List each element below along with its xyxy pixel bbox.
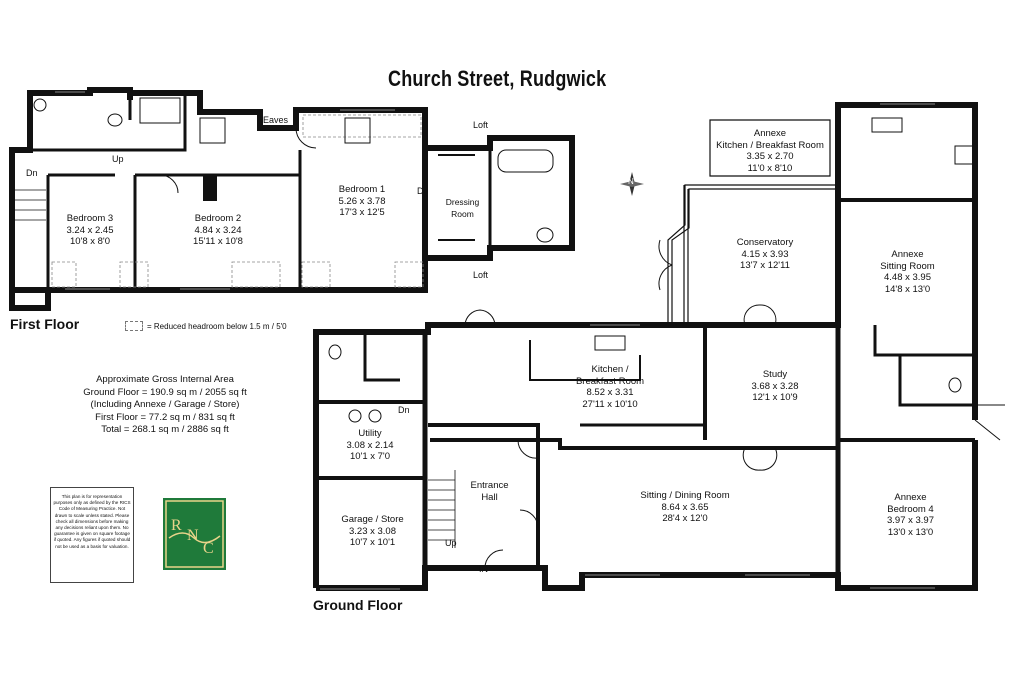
room-name: Conservatory: [736, 237, 794, 248]
room-metric: 3.68 x 3.28: [751, 380, 799, 392]
room-metric: 5.26 x 3.78: [338, 195, 386, 207]
room-name: Sitting / Dining Room: [640, 490, 730, 501]
svg-text:C: C: [203, 540, 214, 557]
room-name: Dressing: [445, 197, 480, 207]
headroom-legend-swatch: [125, 321, 143, 331]
room-garage-store: Garage / Store 3.23 x 3.08 10'7 x 10'1: [330, 514, 415, 549]
room-name: Kitchen /: [591, 364, 629, 375]
eaves-label: Eaves: [263, 115, 289, 125]
gross-area-line: First Floor = 77.2 sq m / 831 sq ft: [95, 411, 235, 423]
ground-down-label: Dn: [398, 405, 410, 415]
room-name: Study: [762, 369, 788, 380]
room-name: Garage / Store: [341, 514, 404, 525]
compass-north-label: N: [628, 177, 634, 186]
room-metric: 4.84 x 3.24: [194, 224, 242, 236]
room-imperial: 10'7 x 10'1: [349, 537, 396, 548]
room-bedroom-1: Bedroom 1 5.26 x 3.78 17'3 x 12'5: [322, 184, 402, 219]
room-name: Sitting Room: [880, 260, 935, 272]
room-imperial: 12'1 x 10'9: [752, 392, 798, 403]
room-study: Study 3.68 x 3.28 12'1 x 10'9: [735, 369, 815, 404]
room-imperial: 10'1 x 7'0: [349, 451, 391, 462]
disclaimer-box: This plan is for representation purposes…: [50, 487, 134, 583]
room-annexe-sitting: Annexe Sitting Room 4.48 x 3.95 14'8 x 1…: [865, 249, 950, 295]
room-entrance-hall: Entrance Hall: [462, 480, 517, 503]
room-imperial: 13'7 x 12'11: [740, 260, 790, 271]
room-name: Room: [451, 208, 474, 219]
room-name: Kitchen / Breakfast Room: [716, 139, 824, 151]
room-utility: Utility 3.08 x 2.14 10'1 x 7'0: [335, 428, 405, 463]
loft-label-bottom: Loft: [473, 270, 489, 280]
room-metric: 8.52 x 3.31: [586, 387, 634, 398]
room-metric: 3.35 x 2.70: [746, 151, 794, 162]
room-name: Annexe: [753, 128, 787, 139]
room-kitchen: Kitchen / Breakfast Room 8.52 x 3.31 27'…: [565, 364, 655, 410]
gross-area-line: (Including Annexe / Garage / Store): [90, 399, 240, 410]
ground-up-label: Up: [445, 538, 457, 548]
room-imperial: 27'11 x 10'10: [582, 398, 638, 410]
room-imperial: 17'3 x 12'5: [339, 207, 385, 218]
entrance-in-label: IN: [479, 564, 488, 574]
room-metric: 4.15 x 3.93: [741, 248, 789, 260]
svg-text:R: R: [171, 517, 182, 534]
room-name: Hall: [481, 491, 498, 503]
room-name: Breakfast Room: [575, 375, 645, 387]
room-bedroom-2: Bedroom 2 4.84 x 3.24 15'11 x 10'8: [178, 213, 258, 248]
room-imperial: 14'8 x 13'0: [884, 283, 931, 295]
gross-area-line: Approximate Gross Internal Area: [96, 374, 234, 385]
room-sitting-dining: Sitting / Dining Room 8.64 x 3.65 28'4 x…: [620, 490, 750, 525]
stairs-down-label: Dn: [26, 168, 38, 178]
ground-floor-label: Ground Floor: [313, 597, 403, 613]
headroom-legend: = Reduced headroom below 1.5 m / 5'0: [125, 321, 287, 331]
rnc-logo: R N C: [163, 498, 226, 570]
room-metric: 4.48 x 3.95: [883, 272, 931, 283]
room-metric: 3.08 x 2.14: [346, 439, 394, 451]
gross-area-line: Total = 268.1 sq m / 2886 sq ft: [101, 424, 229, 435]
room-annexe-kitchen: Annexe Kitchen / Breakfast Room 3.35 x 2…: [710, 128, 830, 174]
room-bedroom-3: Bedroom 3 3.24 x 2.45 10'8 x 8'0: [55, 213, 125, 248]
gross-area-summary: Approximate Gross Internal Area Ground F…: [40, 374, 290, 437]
headroom-legend-text: = Reduced headroom below 1.5 m / 5'0: [147, 321, 287, 331]
room-name: Bedroom 1: [338, 184, 386, 195]
disclaimer-text: This plan is for representation purposes…: [53, 494, 131, 549]
room-annexe-bedroom-4: Annexe Bedroom 4 3.97 x 3.97 13'0 x 13'0: [868, 492, 953, 538]
room-imperial: 10'8 x 8'0: [69, 236, 111, 247]
room-imperial: 15'11 x 10'8: [193, 236, 243, 247]
stairs-up-label: Up: [112, 154, 124, 164]
room-name: Bedroom 4: [887, 503, 934, 515]
svg-text:N: N: [187, 527, 199, 544]
room-dressing: Dressing Room: [440, 197, 485, 220]
room-name: Bedroom 3: [66, 213, 114, 224]
room-metric: 3.23 x 3.08: [348, 525, 396, 537]
compass-rose-icon: N: [617, 172, 647, 201]
room-imperial: 11'0 x 8'10: [747, 162, 793, 174]
room-name: Annexe: [891, 249, 924, 260]
loft-label-top: Loft: [473, 120, 489, 130]
room-imperial: 28'4 x 12'0: [662, 513, 708, 524]
room-metric: 3.97 x 3.97: [886, 515, 934, 526]
room-metric: 3.24 x 2.45: [66, 224, 114, 236]
room-metric: 8.64 x 3.65: [661, 501, 709, 513]
room-name: Entrance: [470, 480, 509, 491]
first-floor-label: First Floor: [10, 316, 80, 332]
room-name: Utility: [358, 428, 382, 439]
room-name: Bedroom 2: [194, 213, 242, 224]
room-imperial: 13'0 x 13'0: [887, 526, 934, 538]
gross-area-line: Ground Floor = 190.9 sq m / 2055 sq ft: [83, 386, 247, 398]
plan-title: Church Street, Rudgwick: [388, 66, 607, 91]
dressing-down-label: Dn: [417, 186, 429, 196]
room-name: Annexe: [894, 492, 927, 503]
room-conservatory: Conservatory 4.15 x 3.93 13'7 x 12'11: [720, 237, 810, 272]
